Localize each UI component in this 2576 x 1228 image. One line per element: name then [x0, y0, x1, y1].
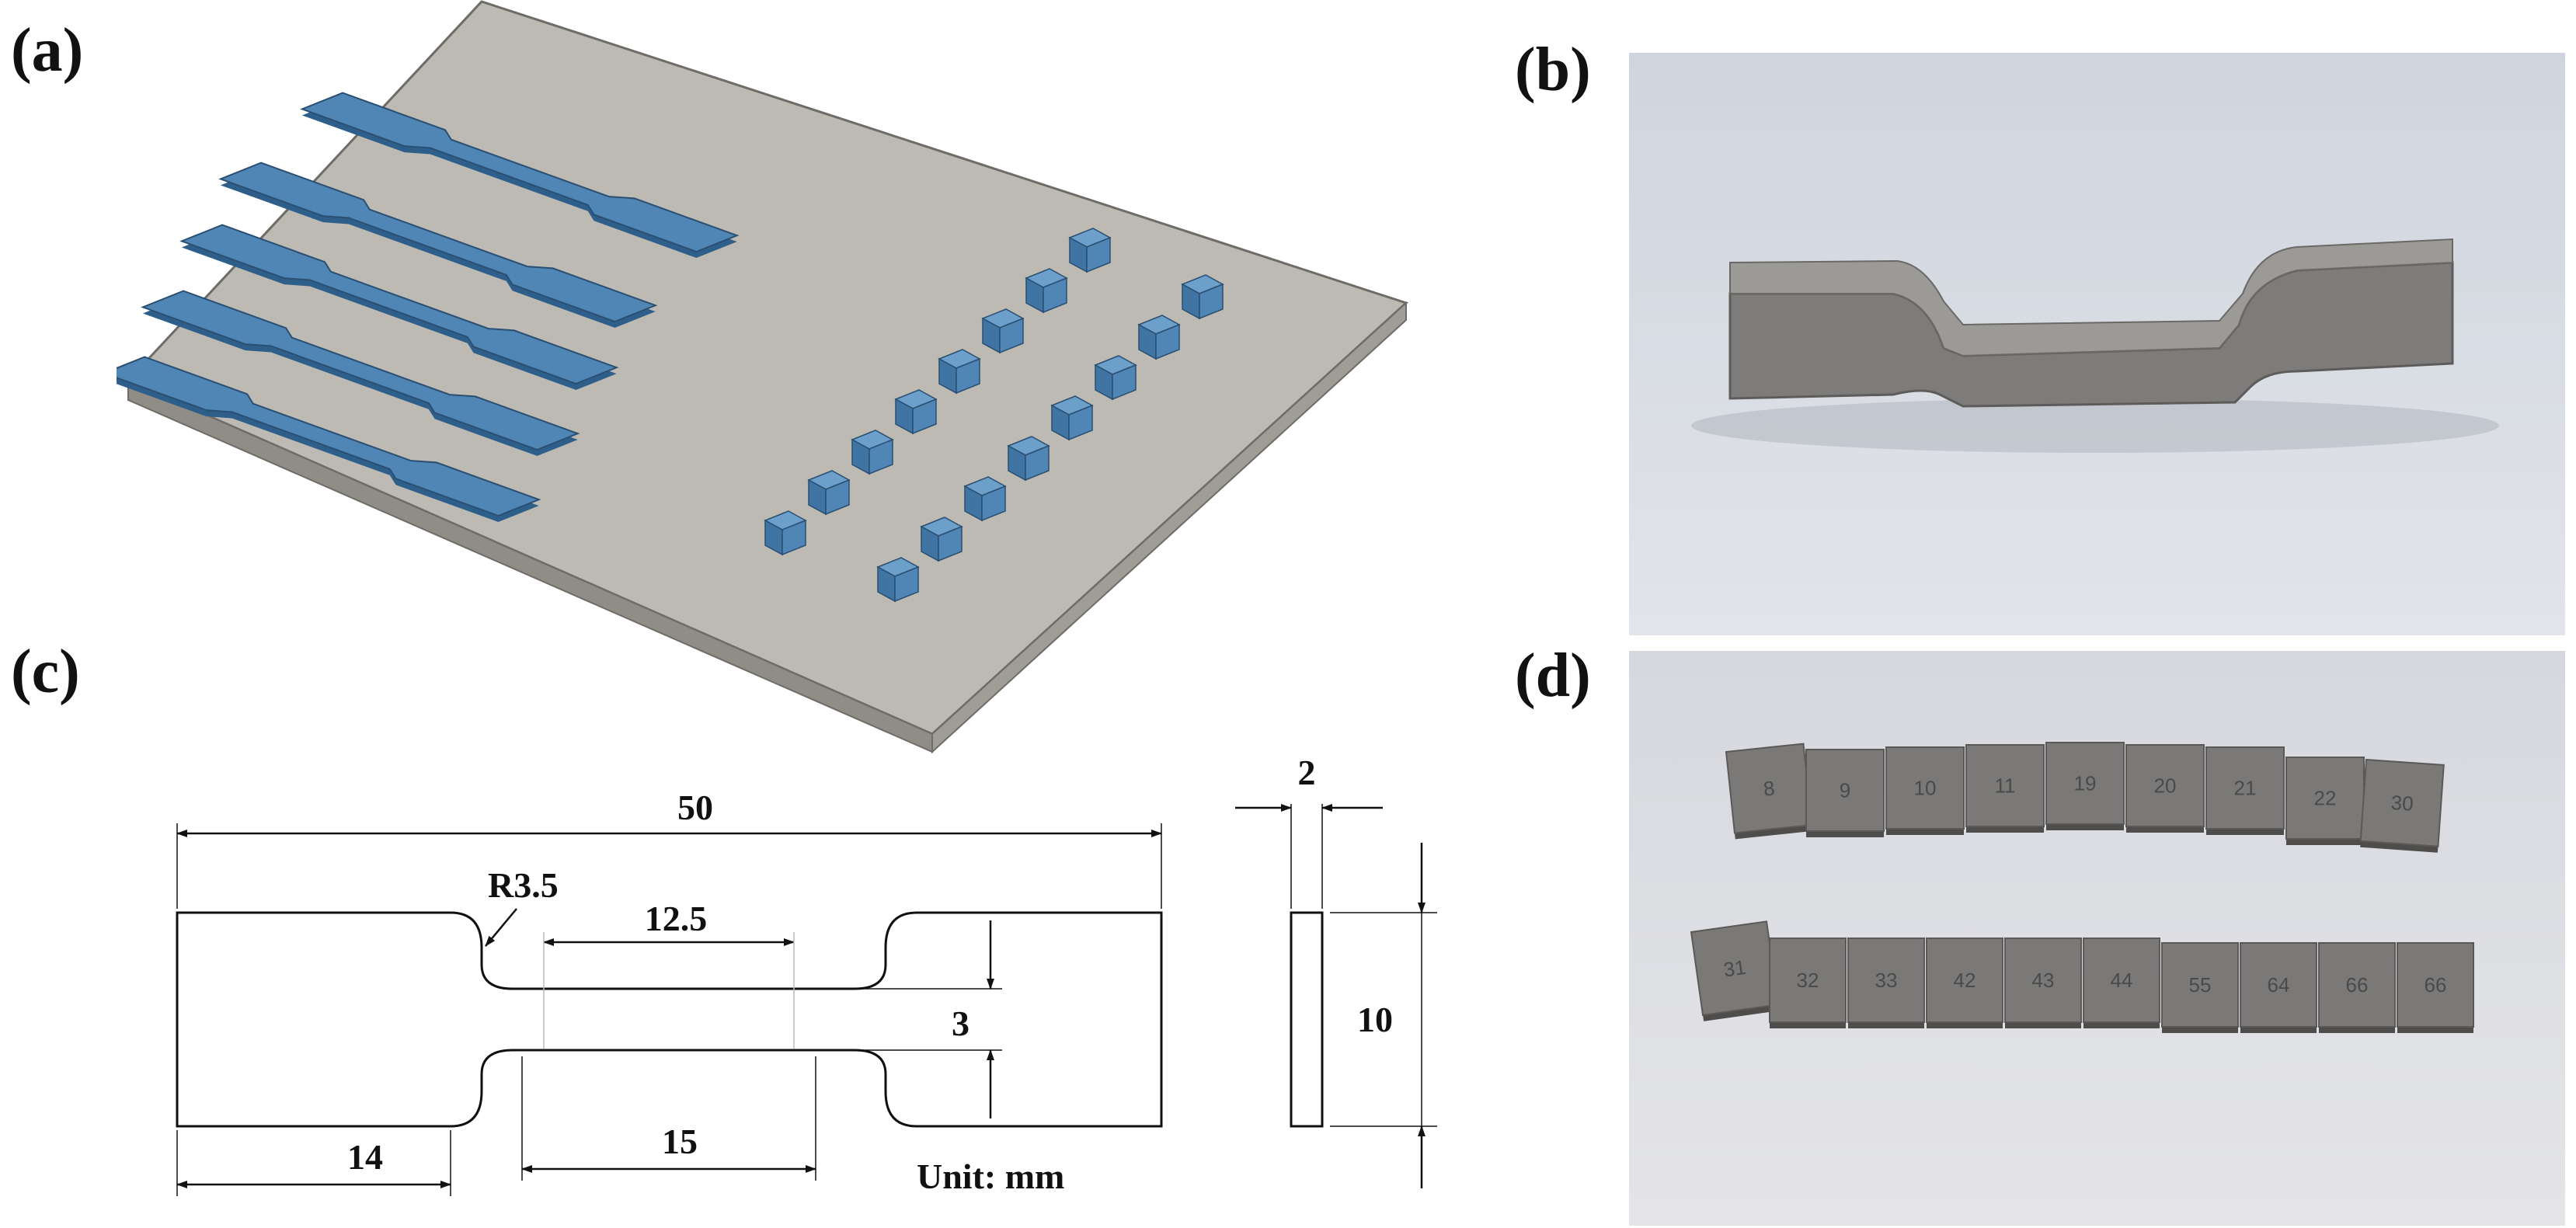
- cube-specimen: 31: [1690, 920, 1780, 1021]
- panel-label-d: (d): [1515, 642, 1591, 710]
- cube-specimens-3d: [764, 228, 1224, 603]
- tensile-specimen-3d: [117, 356, 541, 517]
- cube-number: 22: [2314, 787, 2337, 810]
- cube-number: 66: [2346, 973, 2369, 997]
- cube-3d-right: [894, 565, 919, 603]
- specimen-technical-drawing: 50 R3.5 12.5 3 14 15 2 10 Unit: mm: [176, 753, 1437, 1196]
- unit-label: Unit: mm: [917, 1157, 1064, 1196]
- cube-number: 30: [2390, 791, 2414, 816]
- cube-specimen: 20: [2125, 744, 2205, 833]
- cube-number: 20: [2154, 774, 2177, 798]
- cube-3d-right: [825, 478, 850, 516]
- tensile-specimen-3d: [141, 290, 580, 451]
- dim-width: 10: [1357, 1000, 1393, 1039]
- dim-thickness: 2: [1298, 753, 1316, 792]
- build-plate-side-right: [931, 301, 1407, 754]
- cube-3d-right: [1043, 277, 1067, 314]
- cube-specimen: 22: [2285, 757, 2365, 845]
- tensile-specimen-3d: [218, 162, 658, 323]
- tensile-specimen-photo: [1629, 53, 2565, 635]
- specimen-outline: [176, 911, 1163, 1128]
- tensile-specimen-3d: [179, 224, 619, 385]
- tensile-specimen-top: [1729, 238, 2453, 357]
- cube-specimen: 8: [1725, 743, 1813, 840]
- cube-number: 10: [1914, 777, 1937, 800]
- cube-number: 55: [2189, 973, 2212, 997]
- cube-3d-right: [999, 317, 1024, 354]
- cube-number: 8: [1762, 776, 1776, 800]
- cube-specimen: 55: [2161, 942, 2239, 1033]
- tensile-specimen-3d: [300, 92, 740, 253]
- cube-specimen: 64: [2240, 942, 2317, 1033]
- cube-specimens-photo: 8 9 10 11 19 20 21 22 30 31 32 33 42 43 44 55 64 66 66: [1629, 651, 2565, 1226]
- specimen-shadow: [1691, 398, 2499, 453]
- cube-number: 43: [2032, 969, 2055, 992]
- cube-number: 21: [2234, 777, 2257, 800]
- cube-number: 42: [1954, 969, 1976, 992]
- cube-3d-right: [938, 525, 963, 562]
- cube-specimen: 44: [2083, 938, 2160, 1028]
- dim-overall-length: 50: [677, 788, 713, 827]
- dim-grip-length: 14: [347, 1137, 383, 1177]
- cube-number: 66: [2425, 973, 2447, 997]
- cube-specimen: 42: [1926, 938, 2003, 1028]
- cube-3d-right: [912, 398, 937, 435]
- dim-gauge-width: 3: [952, 1004, 969, 1043]
- cube-3d-right: [1112, 364, 1137, 401]
- cube-number: 19: [2074, 772, 2097, 795]
- cube-3d-right: [956, 357, 980, 395]
- cube-number: 9: [1840, 779, 1850, 802]
- cube-number: 44: [2111, 969, 2133, 992]
- cube-specimen: 21: [2205, 746, 2285, 835]
- cube-3d-right: [1086, 236, 1111, 273]
- cube-3d-right: [981, 485, 1006, 522]
- cube-specimen: 66: [2397, 942, 2474, 1033]
- cube-3d-right: [1199, 283, 1224, 320]
- cube-3d-right: [1025, 444, 1050, 482]
- cube-specimen: 11: [1965, 744, 2045, 833]
- tensile-specimens-3d: [117, 92, 740, 523]
- panel-label-b: (b): [1515, 36, 1591, 104]
- cube-number: 31: [1722, 955, 1748, 982]
- panel-label-c: (c): [11, 638, 80, 706]
- cube-specimen: 43: [2004, 938, 2082, 1028]
- dim-radius: R3.5: [488, 865, 559, 905]
- cube-specimen: 33: [1847, 938, 1925, 1028]
- cube-specimen: 19: [2045, 742, 2125, 830]
- cube-number: 32: [1797, 969, 1819, 992]
- specimen-side-view: [1290, 911, 1324, 1128]
- cube-number: 11: [1995, 774, 2016, 798]
- cube-number: 33: [1875, 969, 1898, 992]
- panel-label-a: (a): [11, 16, 84, 85]
- cube-3d-right: [1155, 323, 1180, 360]
- cube-3d-right: [1068, 404, 1093, 441]
- dim-neck-length: 15: [662, 1122, 698, 1161]
- cube-specimen: 10: [1885, 746, 1965, 835]
- cube-specimen: 30: [2359, 758, 2445, 853]
- cube-number: 64: [2268, 973, 2290, 997]
- cube-3d-right: [869, 438, 893, 475]
- cube-specimen: 9: [1805, 749, 1885, 837]
- build-plate-render: [117, 0, 1408, 754]
- cube-specimen: 32: [1769, 938, 1847, 1028]
- dim-gauge-length: 12.5: [645, 899, 708, 938]
- cube-3d-right: [782, 519, 806, 556]
- cube-specimen: 66: [2318, 942, 2396, 1033]
